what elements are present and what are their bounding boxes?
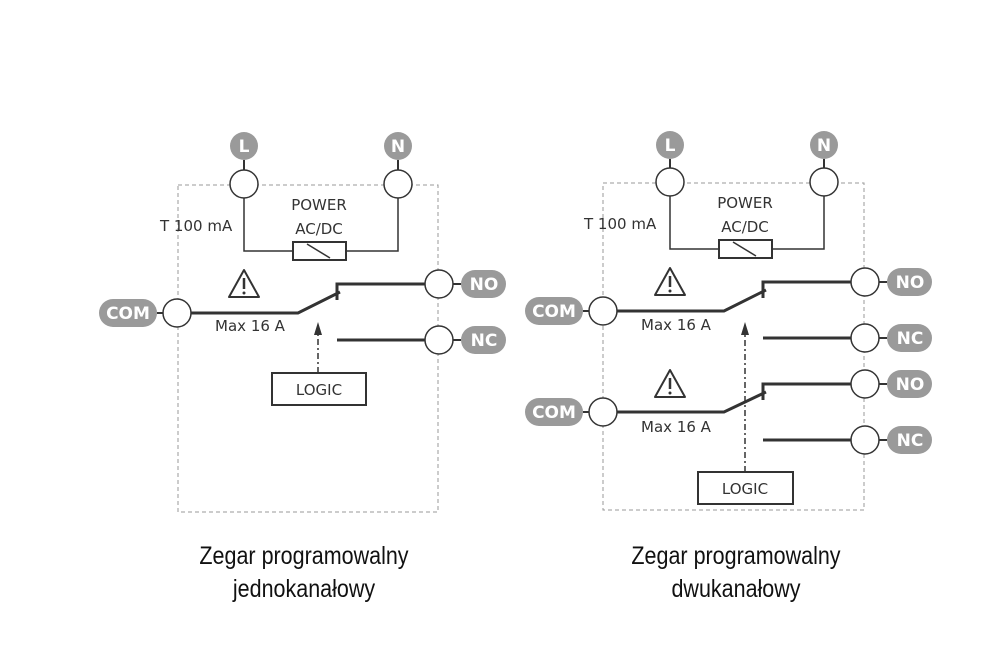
svg-text:COM: COM <box>106 304 150 324</box>
max-current-label: Max 16 A <box>215 317 286 335</box>
power-wire <box>772 196 825 250</box>
logic-label: LOGIC <box>722 480 768 498</box>
svg-text:NC: NC <box>471 331 498 351</box>
warning-icon <box>228 269 260 298</box>
terminal-tag-com: COM <box>525 398 589 426</box>
terminal-nc <box>850 323 880 353</box>
terminal-tag-nc: NC <box>453 326 506 354</box>
svg-text:NC: NC <box>897 431 924 451</box>
svg-text:L: L <box>239 137 250 157</box>
diagram-single-channel: L N T 100 mA POWER AC/DC COM <box>99 132 506 513</box>
terminal-nc <box>850 425 880 455</box>
caption-line-2: jednokanałowy <box>232 575 376 603</box>
no-contact-wire <box>335 282 425 300</box>
caption-dual-channel: Zegar programowalny dwukanałowy <box>581 540 891 606</box>
terminal-live <box>229 169 259 199</box>
power-wire <box>243 198 293 252</box>
terminal-no <box>424 269 454 299</box>
max-current-label: Max 16 A <box>641 418 712 436</box>
svg-text:NC: NC <box>897 329 924 349</box>
channel-2: COM NO NC Max 1 <box>525 369 932 455</box>
fuse-label: T 100 mA <box>583 215 657 233</box>
terminal-tag-no: NO <box>453 270 506 298</box>
logic-label: LOGIC <box>296 381 342 399</box>
svg-text:N: N <box>817 136 831 156</box>
power-label-acdc: AC/DC <box>295 220 343 238</box>
svg-text:NO: NO <box>896 375 925 395</box>
power-supply-symbol <box>718 239 773 259</box>
caption-single-channel: Zegar programowalny jednokanałowy <box>149 540 459 606</box>
no-contact-wire <box>761 280 851 298</box>
svg-text:COM: COM <box>532 302 576 322</box>
power-label-acdc: AC/DC <box>721 218 769 236</box>
svg-text:NO: NO <box>896 273 925 293</box>
actuator-arrow-icon <box>741 322 749 335</box>
caption-line-2: dwukanałowy <box>671 575 801 603</box>
svg-text:N: N <box>391 137 405 157</box>
terminal-tag-no: NO <box>879 370 932 398</box>
channel-1: COM NO NC Max 1 <box>99 269 506 355</box>
power-wire <box>346 198 399 252</box>
terminal-no <box>850 267 880 297</box>
max-current-label: Max 16 A <box>641 316 712 334</box>
warning-icon <box>654 369 686 398</box>
terminal-tag-neutral: N <box>384 132 412 170</box>
terminal-com <box>588 397 618 427</box>
com-wire <box>191 290 341 315</box>
caption-line-1: Zegar programowalny <box>631 542 841 570</box>
terminal-live <box>655 167 685 197</box>
terminal-tag-live: L <box>656 131 684 168</box>
caption-line-1: Zegar programowalny <box>199 542 409 570</box>
terminal-tag-nc: NC <box>879 426 932 454</box>
terminal-neutral <box>809 167 839 197</box>
terminal-no <box>850 369 880 399</box>
no-contact-wire <box>761 382 851 400</box>
svg-text:L: L <box>665 136 676 156</box>
com-wire <box>617 390 767 414</box>
channel-1: COM NO NC Max 1 <box>525 267 932 353</box>
terminal-com <box>588 296 618 326</box>
terminal-com <box>162 298 192 328</box>
terminal-tag-nc: NC <box>879 324 932 352</box>
terminal-tag-neutral: N <box>810 131 838 168</box>
power-label: POWER <box>717 194 773 212</box>
terminal-tag-live: L <box>230 132 258 170</box>
diagram-dual-channel: L N T 100 mA POWER AC/DC COM <box>525 131 932 511</box>
power-label: POWER <box>291 196 347 214</box>
power-wire <box>669 196 719 250</box>
actuator-arrow-icon <box>314 322 322 335</box>
svg-text:COM: COM <box>532 403 576 423</box>
warning-icon <box>654 267 686 296</box>
svg-text:NO: NO <box>470 275 499 295</box>
terminal-tag-com: COM <box>99 299 163 327</box>
terminal-tag-no: NO <box>879 268 932 296</box>
fuse-label: T 100 mA <box>159 217 233 235</box>
terminal-neutral <box>383 169 413 199</box>
power-supply-symbol <box>292 241 347 261</box>
logic-block <box>697 471 794 505</box>
terminal-tag-com: COM <box>525 297 589 325</box>
terminal-nc <box>424 325 454 355</box>
com-wire <box>617 288 767 313</box>
logic-block <box>271 372 367 406</box>
